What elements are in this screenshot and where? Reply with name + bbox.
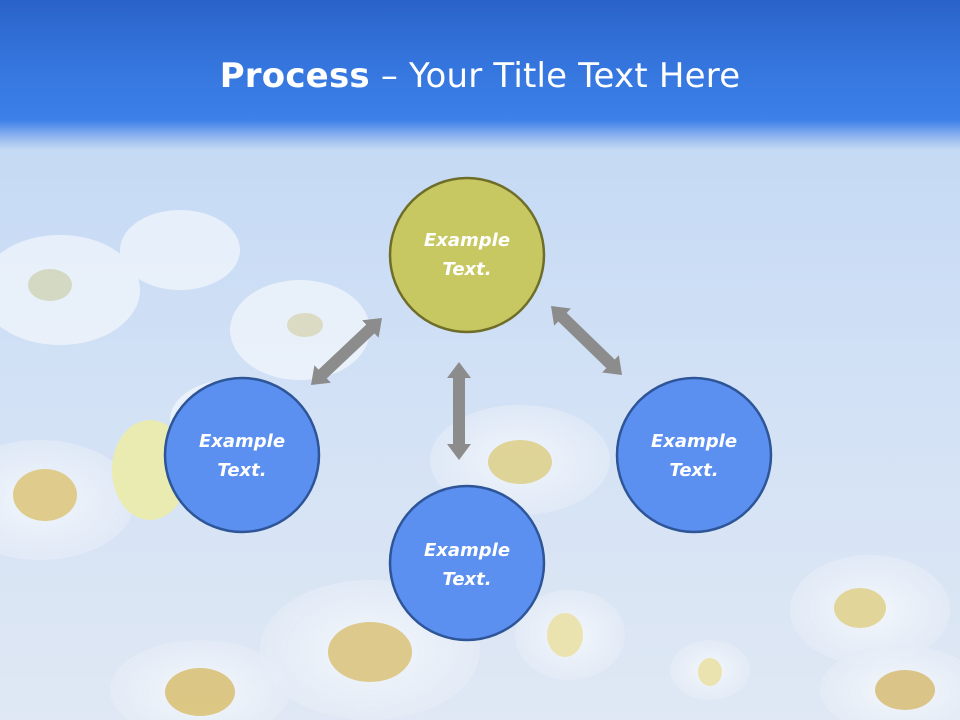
- node-right-line2: Text.: [669, 460, 719, 481]
- node-circle-bottom: [388, 484, 546, 642]
- slide-title: Process – Your Title Text Here: [0, 54, 960, 98]
- node-bottom-line1: Example: [423, 540, 511, 561]
- node-top-line2: Text.: [442, 259, 492, 280]
- arrow-top-bottom: [447, 362, 471, 460]
- node-left-line2: Text.: [217, 460, 267, 481]
- arrow-top-right: [551, 306, 623, 376]
- node-label-left: Example Text.: [167, 427, 317, 485]
- node-circle-top: [388, 176, 546, 334]
- slide-title-bold: Process: [219, 56, 370, 96]
- node-circle-right: [615, 376, 773, 534]
- node-right-line1: Example: [650, 431, 738, 452]
- arrow-top-left: [311, 318, 382, 385]
- node-circle-left: [163, 376, 321, 534]
- node-label-top: Example Text.: [392, 226, 542, 284]
- node-bottom-line2: Text.: [442, 569, 492, 590]
- node-label-bottom: Example Text.: [392, 536, 542, 594]
- slide-title-rest: – Your Title Text Here: [369, 56, 741, 96]
- node-left-line1: Example: [198, 431, 286, 452]
- node-label-right: Example Text.: [619, 427, 769, 485]
- node-top-line1: Example: [423, 230, 511, 251]
- title-bar: [0, 0, 960, 150]
